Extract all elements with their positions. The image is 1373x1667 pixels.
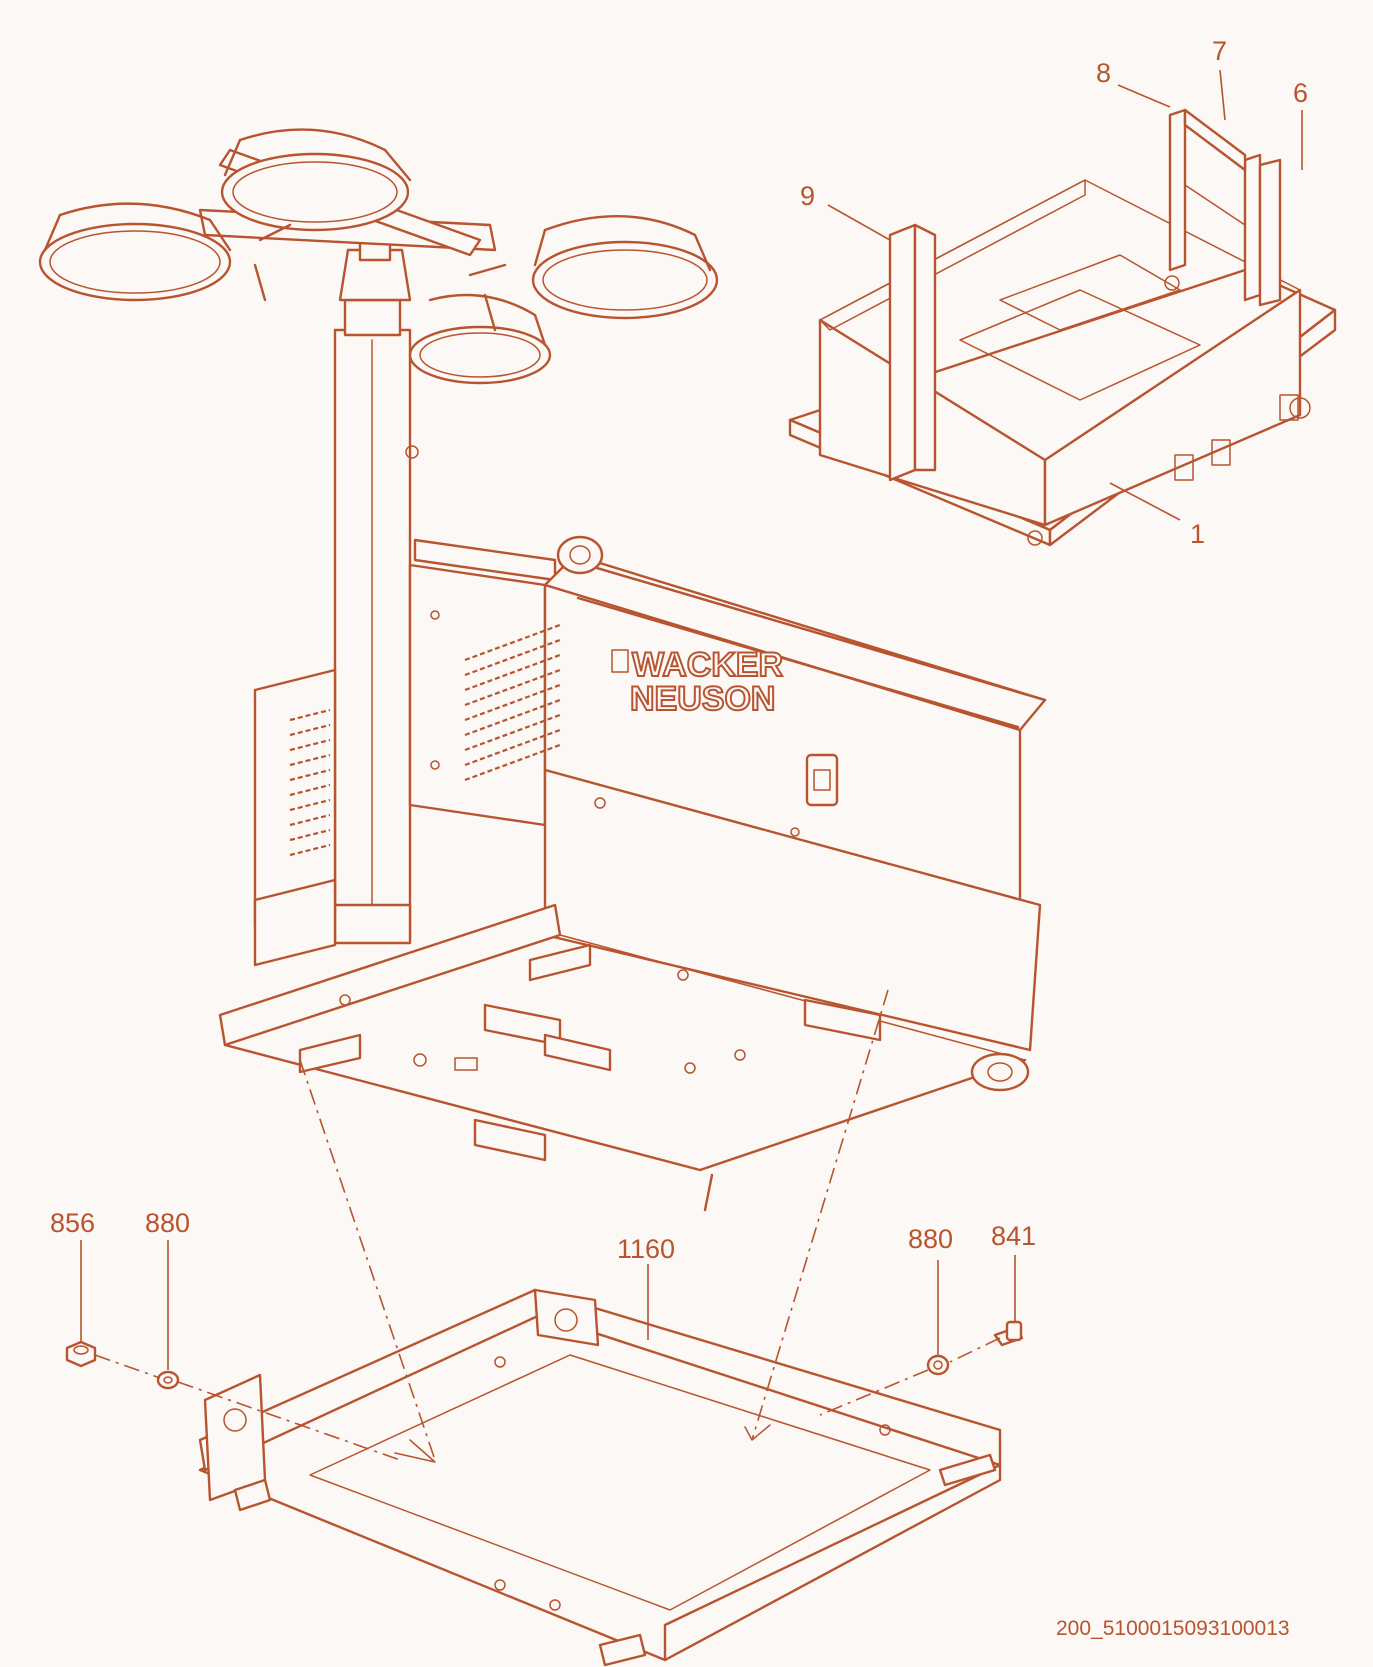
washer-880-left [156, 1370, 180, 1390]
lower-base-frame [198, 1288, 1002, 1667]
callout-8: 8 [1096, 58, 1111, 88]
lamp-head [408, 293, 552, 385]
lamp-head [531, 214, 719, 320]
callout-880-right: 880 [908, 1224, 953, 1254]
base-skid-assembly [788, 108, 1337, 547]
light-tower [38, 128, 719, 945]
nut-856 [65, 1340, 97, 1368]
generator-enclosure [253, 535, 1047, 1052]
callout-880-left: 880 [145, 1208, 190, 1238]
callout-7: 7 [1212, 36, 1227, 66]
brand-line-2: NEUSON [630, 680, 775, 718]
callout-9: 9 [800, 181, 815, 211]
callout-1160: 1160 [617, 1234, 675, 1264]
washer-880-right [926, 1354, 950, 1376]
brand-line-1: WACKER [632, 646, 783, 684]
bolt-841 [993, 1320, 1024, 1347]
vent-grille-front [464, 623, 561, 782]
callout-1: 1 [1190, 519, 1205, 549]
callout-841: 841 [991, 1221, 1036, 1251]
vent-grille-left [289, 708, 331, 857]
document-id: 200_5100015093100013 [1056, 1617, 1290, 1640]
callout-856: 856 [50, 1208, 95, 1238]
lamp-head [220, 128, 412, 232]
lamp-head [38, 202, 232, 302]
callout-6: 6 [1293, 78, 1308, 108]
wacker-neuson-logo: WACKER NEUSON [611, 645, 784, 719]
generator-base-frame [218, 903, 1030, 1212]
